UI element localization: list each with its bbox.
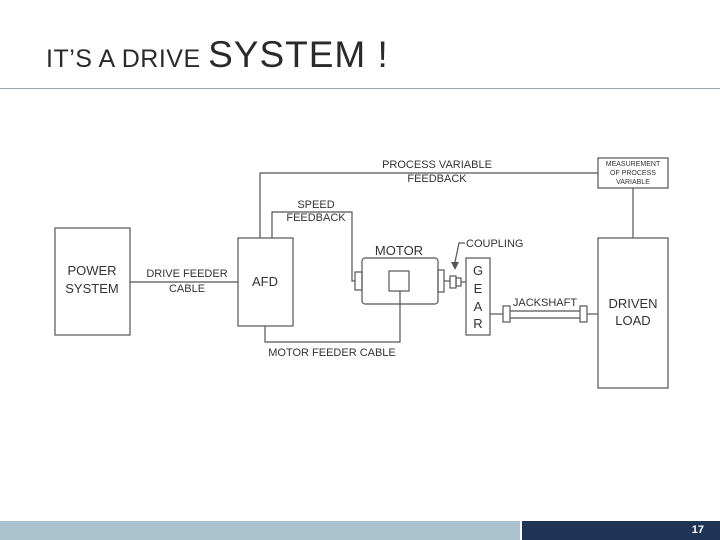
motor-feeder-line bbox=[264, 291, 401, 343]
drive-feeder-label-2: CABLE bbox=[169, 283, 205, 295]
afd-label: AFD bbox=[252, 274, 278, 289]
measurement-label-2: OF PROCESS bbox=[610, 170, 656, 177]
motor-label: MOTOR bbox=[375, 243, 423, 258]
footer-bar-light bbox=[0, 521, 520, 540]
motor-end-right bbox=[437, 269, 445, 293]
motor-feeder-label: MOTOR FEEDER CABLE bbox=[268, 347, 396, 359]
power-system-label-2: SYSTEM bbox=[65, 281, 118, 296]
coupling-right bbox=[455, 277, 462, 287]
jackshaft-label: JACKSHAFT bbox=[513, 297, 577, 309]
footer-bar-dark: 17 bbox=[522, 521, 720, 540]
title-part-1: IT’S A DRIVE bbox=[46, 45, 209, 73]
slide-title: IT’S A DRIVE SYSTEM ! bbox=[46, 34, 389, 76]
measurement-label-3: VARIABLE bbox=[616, 179, 650, 186]
coupling-pointer bbox=[454, 242, 465, 263]
gear-box bbox=[465, 257, 491, 336]
motor-end-left bbox=[354, 271, 363, 291]
speed-feedback-label-1: SPEED bbox=[297, 199, 334, 211]
motor-terminal-box bbox=[388, 270, 410, 292]
process-variable-label-2: FEEDBACK bbox=[407, 173, 467, 185]
driven-load-label-1: DRIVEN bbox=[608, 296, 657, 311]
gear-letter-e: E bbox=[474, 281, 483, 296]
coupling-label: COUPLING bbox=[466, 238, 523, 250]
measurement-label-1: MEASUREMENT bbox=[606, 161, 661, 168]
power-system-label-1: POWER bbox=[67, 263, 116, 278]
driven-load-label-2: LOAD bbox=[615, 313, 650, 328]
gear-letter-a: A bbox=[474, 299, 483, 314]
jackshaft-coupling-right bbox=[579, 305, 588, 323]
gear-letter-g: G bbox=[473, 263, 483, 278]
gear-letter-r: R bbox=[473, 316, 482, 331]
coupling-left bbox=[449, 275, 457, 289]
page-number: 17 bbox=[691, 524, 704, 536]
jackshaft-coupling-left bbox=[502, 305, 511, 323]
speed-feedback-line bbox=[271, 211, 355, 282]
speed-feedback-label-2: FEEDBACK bbox=[286, 212, 346, 224]
title-part-2: SYSTEM ! bbox=[208, 34, 389, 75]
drive-feeder-label-1: DRIVE FEEDER bbox=[146, 268, 227, 280]
process-variable-label-1: PROCESS VARIABLE bbox=[382, 159, 492, 171]
coupling-arrow-icon bbox=[451, 262, 459, 270]
title-divider bbox=[0, 88, 720, 89]
process-variable-feedback-line bbox=[259, 172, 598, 238]
